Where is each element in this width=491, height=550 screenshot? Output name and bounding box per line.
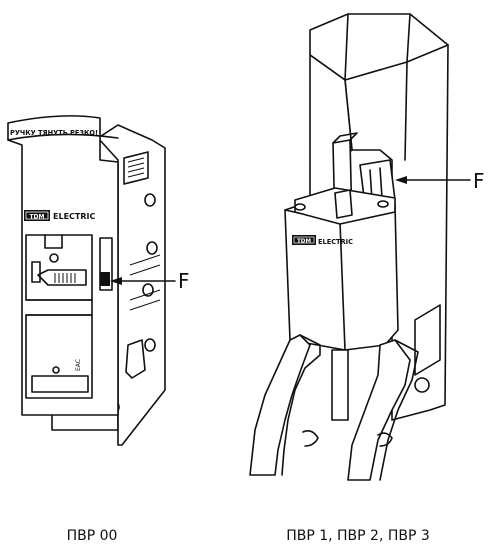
brand-word-right: ELECTRIC xyxy=(318,238,353,246)
right-stem xyxy=(331,349,349,421)
right-callout-label: F xyxy=(473,169,485,193)
svg-text:TDM: TDM xyxy=(297,239,311,245)
right-device-pvr123: TDM ELECTRIC F ПВР 1, ПВР 2, ПВР 3 xyxy=(249,13,485,544)
warning-text: РУЧКУ ТЯНУТЬ РЕЗКО! xyxy=(10,129,98,137)
right-caption: ПВР 1, ПВР 2, ПВР 3 xyxy=(286,528,430,544)
left-callout-arrow xyxy=(110,277,122,285)
left-indicator xyxy=(49,253,59,263)
eac-mark: EAC xyxy=(75,359,82,371)
brand-word-left: ELECTRIC xyxy=(53,212,95,221)
left-lower-window xyxy=(31,375,89,393)
right-callout-arrow xyxy=(395,176,407,184)
left-side-slots xyxy=(129,254,161,311)
right-panel-screw xyxy=(414,377,430,393)
left-device-pvr00: РУЧКУ ТЯНУТЬ РЕЗКО! TDM ELECTRIC EAC F П… xyxy=(7,115,190,544)
left-fuse-contact xyxy=(100,272,110,286)
tdm-logo-right xyxy=(292,235,316,245)
left-caption: ПВР 00 xyxy=(67,528,118,544)
left-callout-label: F xyxy=(178,269,190,293)
left-window xyxy=(25,234,93,301)
right-left-jaw xyxy=(249,334,311,476)
right-panel-cutout xyxy=(414,304,441,376)
svg-text:TDM: TDM xyxy=(29,214,44,221)
left-side-hole xyxy=(146,241,158,255)
left-side-latch xyxy=(125,339,146,379)
left-side-hole xyxy=(144,338,156,352)
left-side-plate xyxy=(123,151,149,185)
right-right-jaw xyxy=(347,339,411,481)
tdm-logo-left xyxy=(24,210,50,221)
left-side-hole xyxy=(144,193,156,207)
